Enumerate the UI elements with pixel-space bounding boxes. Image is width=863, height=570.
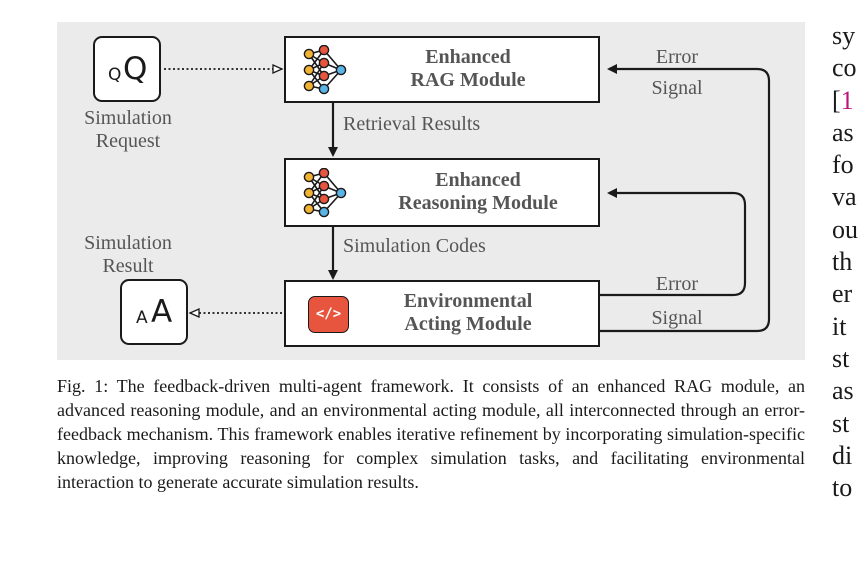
col-line: to	[832, 473, 853, 503]
neural-network-icon	[303, 45, 347, 95]
simulation-request-icon: Q Q	[93, 36, 161, 102]
result-big-a: A	[151, 294, 173, 330]
col-line: as	[832, 376, 854, 406]
col-line: th	[832, 247, 853, 277]
col-line: co	[832, 53, 857, 83]
col-line: er	[832, 279, 853, 309]
acting-module-box: </> Environmental Acting Module	[284, 280, 600, 347]
request-big-q: Q	[123, 51, 148, 87]
acting-module-title: Environmental Acting Module	[403, 290, 533, 335]
diagram-connectors	[164, 63, 771, 333]
error-loop-outer	[600, 64, 771, 333]
col-line: st	[832, 408, 850, 438]
figure-panel: Q Q Simulation Request Simulation Result…	[57, 22, 805, 360]
simulation-result-label: Simulation Result	[84, 232, 172, 277]
request-small-q: Q	[108, 65, 122, 85]
error-signal-inner-label: Error Signal	[651, 273, 703, 329]
right-column-text: sy co [1 as fo va ou th er it st as st d…	[832, 20, 863, 504]
result-small-a: A	[136, 308, 148, 328]
reasoning-module-title: Enhanced Reasoning Module	[398, 169, 558, 214]
figure-caption: Fig. 1: The feedback-driven multi-agent …	[57, 376, 805, 492]
simulation-result-icon: A A	[120, 279, 188, 345]
col-line: it	[832, 311, 847, 341]
col-line: ou	[832, 214, 858, 244]
code-icon: </>	[308, 296, 349, 333]
rag-module-box: Enhanced RAG Module	[284, 36, 600, 103]
simulation-request-label: Simulation Request	[84, 107, 172, 152]
col-line: fo	[832, 150, 854, 180]
code-icon-glyph: </>	[315, 306, 342, 322]
col-line: [1	[832, 85, 854, 115]
simulation-codes-label: Simulation Codes	[343, 235, 486, 257]
error-signal-outer-label: Error Signal	[651, 46, 703, 99]
citation-link[interactable]: 1	[840, 85, 854, 115]
reasoning-module-box: Enhanced Reasoning Module	[284, 158, 600, 227]
col-line: st	[832, 343, 850, 373]
rag-module-title: Enhanced RAG Module	[410, 46, 526, 91]
retrieval-results-label: Retrieval Results	[343, 113, 481, 135]
col-line: sy	[832, 21, 856, 50]
error-loop-inner	[600, 188, 747, 297]
neural-network-icon	[303, 168, 347, 218]
col-line: di	[832, 440, 853, 470]
col-line: va	[832, 182, 857, 212]
col-line: as	[832, 117, 854, 147]
